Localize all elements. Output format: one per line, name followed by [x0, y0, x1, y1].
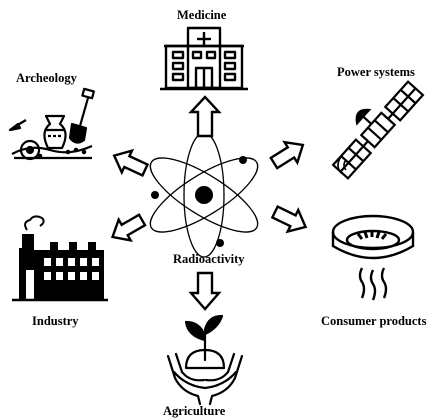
- satellite-icon: [331, 80, 425, 180]
- arrow-to-industry: [110, 213, 147, 243]
- label-power-systems: Power systems: [337, 65, 415, 79]
- signal-waves: [337, 156, 347, 174]
- label-radioactivity: Radioactivity: [173, 252, 245, 266]
- arrow-to-power-systems: [269, 140, 305, 170]
- label-archeology: Archeology: [16, 71, 77, 85]
- label-agriculture: Agriculture: [163, 404, 226, 418]
- excavation-icon: [8, 87, 95, 161]
- hospital-icon: [160, 26, 248, 91]
- arrow-to-agriculture: [188, 271, 222, 311]
- label-consumer-products: Consumer products: [321, 314, 427, 328]
- factory-icon: [12, 215, 108, 302]
- sprout-in-hands-icon: [166, 314, 244, 406]
- atom-icon: [149, 132, 259, 258]
- arrow-to-consumer-products: [270, 205, 308, 234]
- arrow-to-medicine: [188, 95, 222, 138]
- arrow-to-archeology: [112, 148, 150, 178]
- label-industry: Industry: [32, 314, 79, 328]
- label-medicine: Medicine: [177, 8, 227, 22]
- smoke-detector-icon: [331, 214, 415, 301]
